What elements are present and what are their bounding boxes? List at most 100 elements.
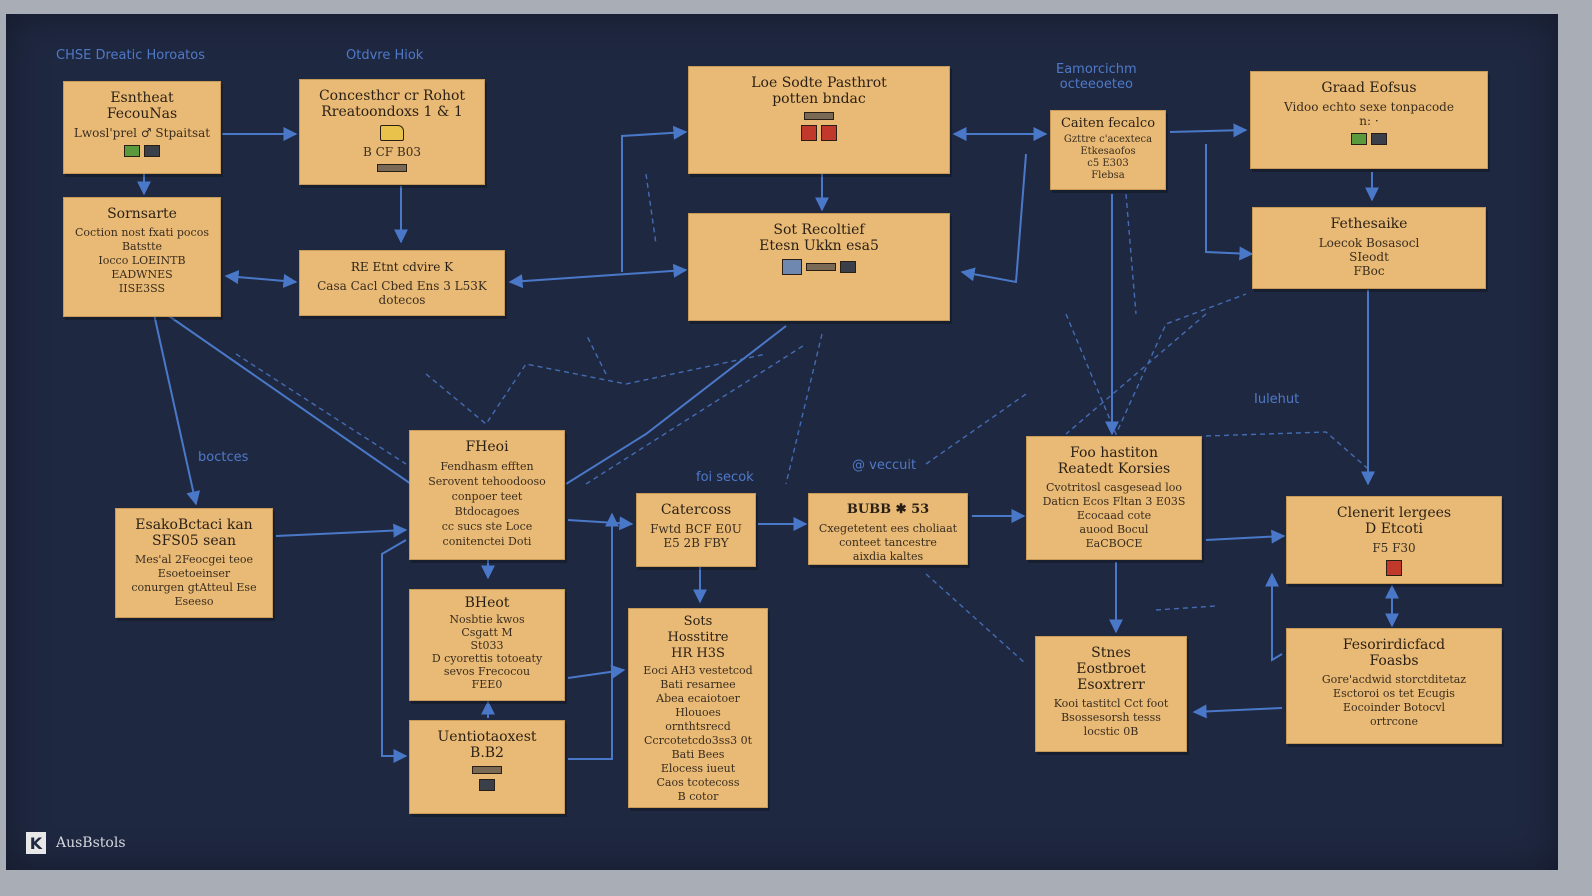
node-c4[interactable]: Caiten fecalco Gzttre c'acexteca Etkesao… [1050, 110, 1166, 190]
node-c6[interactable]: Sornsarte Coction nost fxati pocos Batst… [63, 197, 221, 317]
link-c7-c3 [621, 125, 688, 272]
node-c13[interactable]: BUBB ✱ 53 Cxegetetent ees choliaat conte… [808, 493, 968, 565]
node-body: Loecok Bosasocl SIeodt FBoc [1318, 236, 1420, 278]
node-c9[interactable]: Fethesaike Loecok Bosasocl SIeodt FBoc [1252, 207, 1486, 289]
label-top-middle: Otdvre Hiok [346, 48, 424, 63]
link-c18-c19 [1192, 704, 1283, 719]
node-body: Lwosl'prel ♂ Stpaitsat [73, 126, 211, 140]
module-icon [840, 261, 856, 273]
link-c19-right [1265, 572, 1283, 662]
label-mid-1: @ veccuit [852, 458, 917, 473]
node-title: Foo hastiton Reatedt Korsies [1057, 445, 1171, 477]
node-c7[interactable]: RE Etnt cdvire K Casa Cacl Cbed Ens 3 L5… [299, 250, 505, 316]
module-icon [472, 766, 502, 774]
alert-icon [821, 125, 837, 141]
footer-text: AusBstols [56, 835, 126, 851]
module-icon [804, 112, 834, 120]
link-c4-c9 [1205, 144, 1254, 261]
module-icon [479, 779, 495, 791]
node-title: FHeoi [465, 439, 509, 455]
node-c10[interactable]: EsakoBctaci kan SFS05 sean Mes'al 2Feocg… [115, 508, 273, 618]
node-body: Fwtd BCF E0U E5 2B FBY [650, 522, 742, 550]
module-icon [144, 145, 160, 157]
alert-icon [1386, 560, 1402, 576]
app-logo-icon: K [26, 832, 46, 854]
module-icon [1351, 133, 1367, 145]
node-body: F5 F30 [1372, 541, 1416, 555]
link-left-bus [381, 539, 408, 763]
node-c2[interactable]: Concesthcr cr Rohot Rreatoondoxs 1 & 1 B… [299, 79, 485, 185]
node-title: RE Etnt cdvire K [350, 260, 454, 274]
node-title: Graad Eofsus [1321, 80, 1417, 96]
link-c14-c15 [1205, 529, 1286, 544]
module-icon [806, 263, 836, 271]
node-title: Concesthcr cr Rohot Rreatoondoxs 1 & 1 [318, 88, 466, 120]
node-body: Cxegetetent ees choliaat conteet tancest… [818, 522, 958, 563]
link-c4-c5 [1169, 123, 1248, 138]
node-c5[interactable]: Graad Eofsus Vidoo echto sexe tonpacode … [1250, 71, 1488, 169]
node-body: Gore'acdwid storctditetaz Esctoroi os te… [1321, 673, 1467, 728]
node-c8[interactable]: Sot Recoltief Etesn Ukkn esa5 [688, 213, 950, 321]
alert-icon [801, 125, 817, 141]
label-left: boctces [198, 450, 249, 465]
node-title: Fesorirdicfacd Foasbs [1342, 637, 1446, 669]
node-c15[interactable]: Clenerit lergees D Etcoti F5 F30 [1286, 496, 1502, 584]
label-top-right: Eamorcichm octeeoeteo [1056, 62, 1137, 92]
link-c6-c7 [224, 270, 298, 288]
node-c14[interactable]: Foo hastiton Reatedt Korsies Cvotritosl … [1026, 436, 1202, 560]
node-title: Sot Recoltief Etesn Ukkn esa5 [759, 222, 879, 254]
node-body: Mes'al 2Feocgei teoe Esoetoeinser conurg… [131, 553, 257, 608]
link-c20-c17 [568, 512, 619, 760]
link-c4-c8 [960, 153, 1027, 284]
link-c10-c11 [275, 523, 408, 538]
node-title: Esntheat FecouNas [106, 90, 178, 122]
link-c7-c8 [508, 263, 688, 289]
link-c6-c11 [165, 313, 412, 485]
label-top-left: CHSE Dreatic Horoatos [56, 48, 206, 63]
node-body: Cvotritosl casgesead loo Daticn Ecos Flt… [1042, 481, 1186, 550]
link-c11-c12 [567, 516, 634, 531]
label-right: Iulehut [1254, 392, 1300, 407]
node-body: B CF B03 [362, 145, 422, 159]
node-title: Catercoss [660, 502, 732, 518]
node-title: Loe Sodte Pasthrot potten bndac [751, 75, 887, 107]
node-title: BHeot [464, 595, 510, 611]
node-body: Vidoo echto sexe tonpacode n: · [1284, 100, 1454, 128]
module-icon [124, 145, 140, 157]
module-icon [377, 164, 407, 172]
node-body: Gzttre c'acexteca Etkesaofos c5 E303 Fle… [1063, 134, 1153, 181]
node-c20[interactable]: Uentiotaoxest B.B2 [409, 720, 565, 814]
footer: K AusBstols [26, 832, 126, 854]
diagram-icon [782, 259, 802, 275]
node-title: BUBB ✱ 53 [846, 502, 930, 517]
node-title: Uentiotaoxest B.B2 [437, 729, 537, 761]
node-title: Fethesaike [1330, 216, 1408, 232]
node-body: Kooi tastitcl Cct foot Bsossesorsh tesss… [1053, 697, 1169, 738]
link-c6-c10 [153, 313, 201, 506]
link-c16-c17 [567, 664, 626, 679]
node-c1[interactable]: Esntheat FecouNas Lwosl'prel ♂ Stpaitsat [63, 81, 221, 174]
node-title: EsakoBctaci kan SFS05 sean [135, 517, 253, 549]
folder-icon [380, 125, 404, 141]
node-title: Caiten fecalco [1060, 116, 1156, 131]
node-title: Sornsarte [107, 206, 177, 222]
node-c12[interactable]: Catercoss Fwtd BCF E0U E5 2B FBY [636, 493, 756, 567]
node-title: Sots Hosstitre HR H3S [667, 614, 729, 661]
node-c17[interactable]: Sots Hosstitre HR H3S Eoci AH3 vestetcod… [628, 608, 768, 808]
node-body: Casa Cacl Cbed Ens 3 L53K dotecos [317, 279, 487, 307]
node-body: Nosbtie kwos Csgatt M St033 D cyorettis … [431, 613, 543, 691]
node-title: Stnes Eostbroet Esoxtrerr [1076, 645, 1146, 693]
link-c8-c11 [565, 325, 787, 485]
node-title: Clenerit lergees D Etcoti [1336, 505, 1452, 537]
node-body: Coction nost fxati pocos Batstte Iocco L… [75, 226, 209, 295]
node-c3[interactable]: Loe Sodte Pasthrot potten bndac [688, 66, 950, 174]
node-c18[interactable]: Stnes Eostbroet Esoxtrerr Kooi tastitcl … [1035, 636, 1187, 752]
node-body: Fendhasm efften Serovent tehoodooso conp… [428, 460, 546, 548]
node-c11[interactable]: FHeoi Fendhasm efften Serovent tehoodoos… [409, 430, 565, 560]
node-c19[interactable]: Fesorirdicfacd Foasbs Gore'acdwid storct… [1286, 628, 1502, 744]
node-body: Eoci AH3 vestetcod Bati resarnee Abea ec… [643, 664, 753, 803]
diagram-board: CHSE Dreatic Horoatos Otdvre Hiok Eamorc… [6, 14, 1558, 870]
module-icon [1371, 133, 1387, 145]
label-mid-2: foi secok [696, 470, 754, 485]
node-c16[interactable]: BHeot Nosbtie kwos Csgatt M St033 D cyor… [409, 589, 565, 701]
